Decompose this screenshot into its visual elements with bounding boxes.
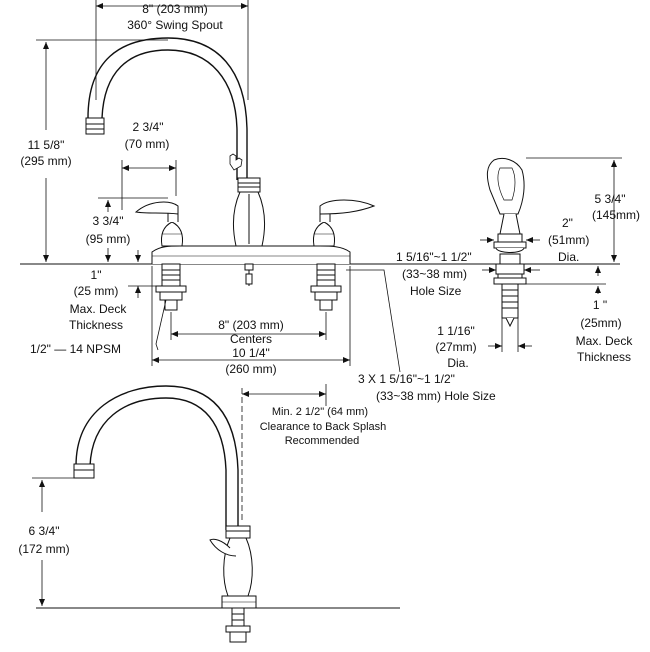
label-clearance-2: Clearance to Back Splash: [259, 421, 387, 433]
side-spray: [487, 158, 526, 326]
label-handle-height-mm: (95 mm): [85, 232, 131, 246]
label-spray-hole-size: Hole Size: [410, 284, 462, 298]
label-overall-width-in: 10 1/4": [232, 346, 270, 360]
label-deck-mm: (25 mm): [73, 284, 119, 298]
left-handle: [136, 202, 183, 246]
label-spray-height-in: 5 3/4": [594, 192, 626, 206]
label-spray-deck-thickness: Thickness: [576, 350, 632, 364]
label-height-mm: (295 mm): [20, 154, 72, 168]
label-spout-height-in: 6 3/4": [28, 524, 60, 538]
label-holes-count: 3 X 1 5/16"~1 1/2": [358, 372, 455, 386]
dim-handle-height: [98, 198, 168, 262]
dim-centers: [171, 312, 326, 340]
label-spout-height-mm: (172 mm): [18, 542, 70, 556]
profile-spout: [74, 386, 238, 530]
profile-body: [210, 526, 256, 642]
label-centers: Centers: [229, 332, 273, 346]
dim-handle-spacing: [122, 160, 176, 210]
dim-deck-thickness: [128, 250, 160, 298]
label-clearance-1: Min. 2 1/2" (64 mm): [271, 406, 369, 418]
label-spray-deck-max: Max. Deck: [575, 334, 633, 348]
center-connector: [245, 264, 253, 286]
dim-spray-deck: [526, 266, 606, 294]
faucet-base-plate: [152, 246, 350, 264]
label-height-in: 11 5/8": [27, 138, 65, 152]
hole-size-leader: [346, 270, 400, 372]
faucet-center-body: [233, 178, 264, 246]
label-clearance-3: Recommended: [284, 435, 360, 447]
label-deck-in: 1": [90, 268, 102, 282]
label-deck-max: Max. Deck: [69, 302, 127, 316]
label-spray-shank-dia: Dia.: [447, 356, 469, 370]
label-deck-thickness: Thickness: [68, 318, 124, 332]
label-spout-reach: 8" (203 mm): [142, 2, 208, 16]
hand-pointer-icon: [230, 154, 242, 170]
label-spray-dia: Dia.: [558, 250, 580, 264]
label-spray-dia-mm: (51mm): [548, 233, 590, 247]
label-spray-hole-in: 1 5/16"~1 1/2": [396, 250, 472, 264]
label-spray-shank-mm: (27mm): [435, 340, 477, 354]
right-handle: [313, 200, 374, 246]
label-spray-hole-mm: (33~38 mm): [402, 267, 468, 281]
dim-spout-reach: [96, 0, 248, 100]
dim-spout-height: [32, 478, 88, 606]
dim-spray-shank: [488, 318, 532, 352]
label-handle-spacing-mm: (70 mm): [124, 137, 170, 151]
dim-overall-width: [152, 266, 350, 366]
label-handle-spacing-in: 2 3/4": [132, 120, 164, 134]
label-swing-spout: 360° Swing Spout: [127, 18, 223, 32]
dim-clearance: [242, 384, 326, 520]
dim-spray-height: [526, 158, 622, 262]
label-npsm: 1/2" — 14 NPSM: [30, 342, 121, 356]
faucet-spout: [86, 38, 247, 180]
label-spray-height-mm: (145mm): [591, 208, 640, 222]
label-spray-dia-in: 2": [562, 216, 573, 230]
label-spray-deck-in: 1 ": [592, 298, 608, 312]
label-overall-width-mm: (260 mm): [225, 362, 277, 376]
label-spray-shank-in: 1 1/16": [437, 324, 475, 338]
label-holes-mm: (33~38 mm) Hole Size: [376, 389, 496, 403]
npsm-leader: [156, 300, 166, 350]
label-handle-height-in: 3 3/4": [92, 214, 124, 228]
left-shank: [156, 264, 186, 310]
label-spray-deck-mm: (25mm): [580, 316, 622, 330]
dim-overall-height: [36, 40, 168, 262]
right-shank: [311, 264, 341, 310]
label-centers-value: 8" (203 mm): [218, 318, 284, 332]
